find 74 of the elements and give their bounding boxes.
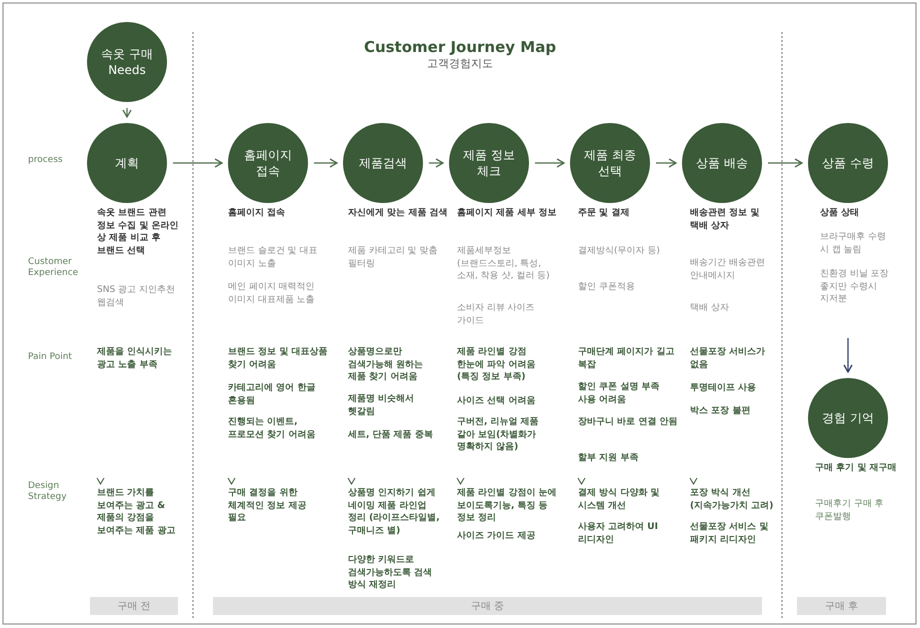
note-text: 결제 방식 다양화 및 시스템 개선 [578,487,660,512]
note-text: 선물포장 서비스가 없음 [690,346,766,371]
note-text: 상품명으로만 검색가능해 원하는 제품 찾기 어려움 [348,346,424,384]
note-text: 박스 포장 불편 [690,405,752,418]
note-text: 택배 상자 [690,302,730,314]
note-text: 제품을 인식시키는 광고 노출 부족 [97,346,174,371]
phase-bar: 구매 후 [797,597,886,615]
note-text: 속옷 브랜드 관련 정보 수집 및 온라인 상 제품 비교 후 브랜드 선택 [97,207,179,257]
arrow [656,158,677,168]
phase-bar: 구매 중 [213,597,762,615]
stage-circle: 계획 [87,123,167,203]
note-text: 브라구매후 수령 시 캡 눌림 [820,231,887,256]
arrow [314,158,338,168]
note-text: 사이즈 가이드 제공 [457,530,536,542]
note-text: 친환경 비닐 포장 좋지만 수령시 지저분 [820,268,890,306]
note-text: 할부 지원 부족 [578,452,640,464]
note-text: 구매 후기 및 재구매 [815,462,898,474]
note-text: 구버전, 리뉴얼 제품 같아 보임(차별화가 명확하지 않음) [457,416,540,454]
note-text: 홈페이지 접속 [228,207,286,220]
note-text: 투명테이프 사용 [690,382,758,394]
note-text: 결제방식(무이자 등) [578,245,661,258]
stage-circle: 제품 최종 선택 [570,123,650,203]
arrow [122,108,132,118]
note-text: 자신에게 맞는 제품 검색 [348,207,448,220]
stage-circle: 상품 배송 [682,123,762,203]
phase-bar: 구매 전 [90,597,178,615]
note-text: 선물포장 서비스 및 패키지 리디자인 [690,521,770,546]
note-text: 제품명 비슷해서 헷갈림 [348,393,416,418]
note-text: 배송관련 정보 및 택배 상자 [690,207,760,232]
stage-circle: 제품 정보 체크 [449,123,529,203]
stage-circle: 경험 기억 [808,378,888,458]
note-text: 상품 상태 [820,207,860,220]
note-text: 제품세부정보 (브랜드스토리, 특성, 소재, 착용 샷, 컬러 등) [457,245,551,282]
note-text: 홈페이지 제품 세부 정보 [457,207,557,220]
row-heading: Pain Point [28,352,73,363]
note-text: 상품명 인지하기 쉽게 네이밍 제품 라인업 정리 (라이프스타일별, 구매니즈 별) [348,487,440,537]
note-text: 브랜드 정보 및 대표상품 찾기 어려움 [228,346,328,371]
note-text: 장바구니 바로 연결 안됨 [578,416,678,428]
stage-circle: 상품 수령 [808,123,888,203]
arrow [535,158,565,168]
arrow [843,338,853,373]
note-text: 브랜드 슬로건 및 대표 이미지 노출 [228,245,319,270]
note-text: 배송기간 배송관련 안내메시지 [690,257,766,282]
note-text: 브랜드 가치를 보여주는 광고 & 제품의 강점을 보여주는 제품 광고 [97,487,176,537]
note-text: 포장 박식 개선 (지속가능가치 고려) [690,487,774,512]
note-text: 주문 및 결제 [578,207,630,220]
title: Customer Journey Map [362,38,558,56]
note-text: 세트, 단품 제품 중복 [348,429,434,442]
arrow [768,158,803,168]
note-text: 메인 페이지 매력적인 이미지 대표제품 노출 [228,281,316,306]
note-text: 구매 결정을 위한 체계적인 정보 제공 필요 [228,487,308,524]
row-heading: process [28,155,64,166]
note-text: 구매단계 페이지가 길고 복잡 [578,346,676,371]
stage-circle: 속옷 구매 Needs [87,22,167,102]
note-text: 구매후기 구매 후 쿠폰발행 [815,498,885,523]
note-text: SNS 광고 지인추천 웹검색 [97,284,176,309]
note-text: 제품 카테고리 및 맞춤 필터링 [348,245,439,270]
note-text: 제품 라인별 강점이 눈에 보이도록기능, 특징 등 정보 정리 [457,487,557,524]
note-text: 사이즈 선택 어려움 [457,395,536,408]
note-text: 진행되는 이벤트, 프로모션 찾기 어려움 [228,416,316,441]
stage-circle: 제품검색 [343,123,423,203]
row-heading: Customer Experience [28,257,80,279]
note-text: 제품 라인별 강점 한눈에 파악 어려움 (특징 정보 부족) [457,346,536,384]
note-text: 카테고리에 영어 한글 혼용됨 [228,382,316,407]
row-heading: Design Strategy [28,481,68,503]
note-text: 할인 쿠폰 설명 부족 사용 어려움 [578,381,660,406]
note-text: 할인 쿠폰적용 [578,281,636,294]
note-text: 다양한 키워드로 검색가능하도록 검색 방식 재정리 [348,554,434,592]
arrow [173,158,223,168]
note-text: 소비자 리뷰 사이즈 가이드 [457,302,536,327]
subtitle: 고객경험지도 [426,58,494,70]
stage-circle: 홈페이지 접속 [228,123,308,203]
arrow [429,158,444,168]
note-text: 사용자 고려하여 UI 리디자인 [578,521,659,546]
